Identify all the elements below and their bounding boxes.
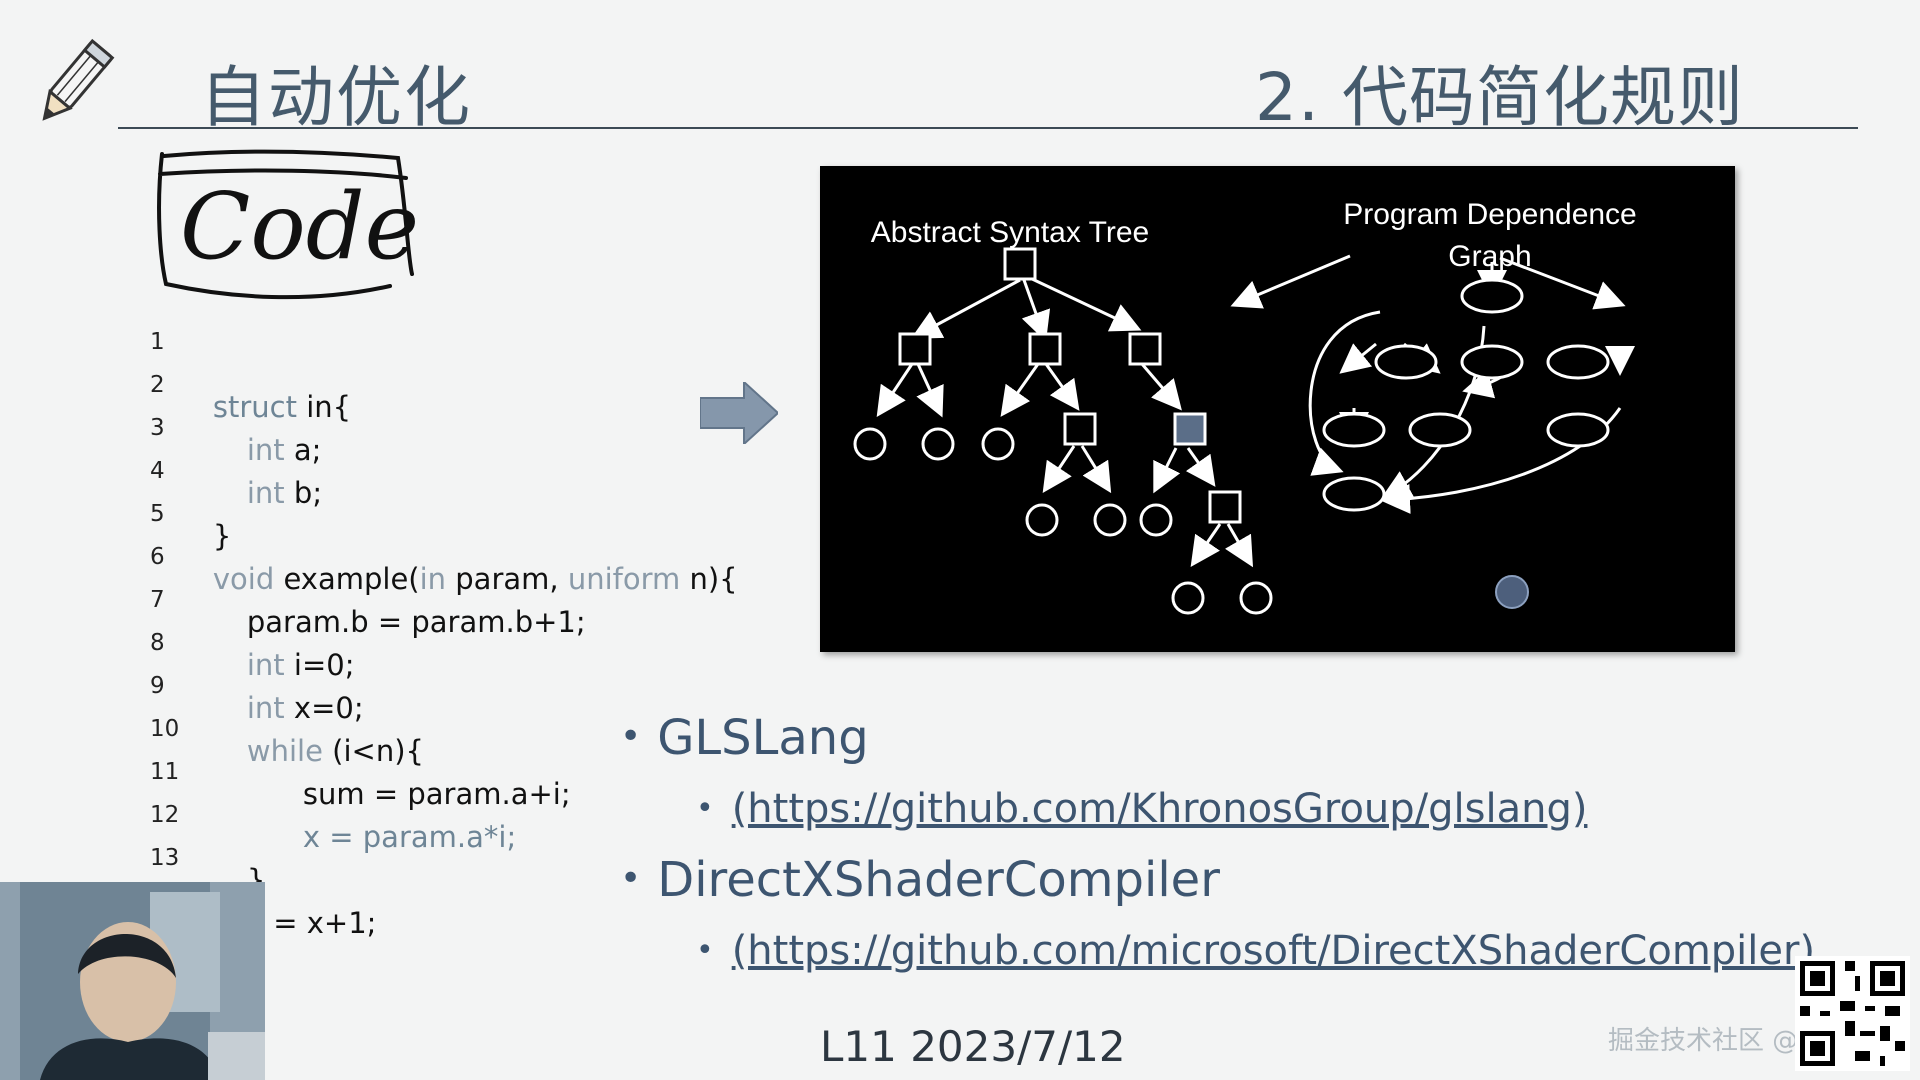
- glslang-link[interactable]: (https://github.com/KhronosGroup/glslang…: [731, 786, 1588, 832]
- code-line-10: 10 sum = param.a+i;: [150, 716, 571, 811]
- code-line-3: 3 int b;: [150, 415, 323, 510]
- bullet-icon: •: [620, 716, 642, 757]
- code-line-7: 7 int i=0;: [150, 587, 355, 682]
- line-number: 6: [150, 544, 165, 570]
- bullet-dxc-link: • (https://github.com/microsoft/DirectXSh…: [696, 928, 1815, 974]
- code-logo: Code: [157, 149, 419, 300]
- bullet-glslang-link: • (https://github.com/KhronosGroup/glslan…: [696, 786, 1587, 832]
- slide-title: 2. 代码简化规则: [1255, 59, 1744, 136]
- bullet-icon: •: [696, 933, 714, 968]
- bullet-icon: •: [620, 858, 642, 899]
- line-number: 13: [150, 845, 180, 871]
- pdg-label: Program Dependence Graph: [1290, 194, 1690, 278]
- pencil-icon: [42, 38, 115, 121]
- code-line-1: 1 struct in{: [150, 329, 352, 424]
- ast-node: [1003, 247, 1037, 281]
- line-number: 12: [150, 802, 180, 828]
- title-divider: [118, 127, 1858, 129]
- ast-node-highlighted: [1173, 412, 1207, 446]
- code-line-4: 4 }: [150, 458, 232, 553]
- code-logo-text: Code: [180, 173, 419, 280]
- dxc-link[interactable]: (https://github.com/microsoft/DirectXSha…: [731, 928, 1816, 974]
- code-line-11: 11 x = param.a*i;: [150, 759, 517, 854]
- bullet-dxc: •DirectXShaderCompiler: [620, 852, 1220, 908]
- cursor-indicator: [1495, 575, 1529, 609]
- webcam-video: [0, 882, 265, 1080]
- line-number: 9: [150, 673, 165, 699]
- qr-code-icon: [1795, 956, 1910, 1071]
- ast-node: [898, 332, 932, 366]
- line-number: 2: [150, 372, 165, 398]
- line-number: 11: [150, 759, 180, 785]
- ast-node: [1063, 412, 1097, 446]
- line-number: 8: [150, 630, 165, 656]
- bullet-icon: •: [696, 791, 714, 826]
- slide-footer: L11 2023/7/12: [820, 1022, 1126, 1071]
- code-line-9: 9 while (i<n){: [150, 673, 424, 768]
- ast-pdg-diagram: Abstract Syntax Tree Program Dependence …: [820, 166, 1735, 652]
- code-line-2: 2 int a;: [150, 372, 322, 467]
- line-number: 3: [150, 415, 165, 441]
- line-number: 1: [150, 329, 165, 355]
- ast-node: [1128, 332, 1162, 366]
- right-arrow-icon: [700, 382, 778, 444]
- ast-node: [1028, 332, 1062, 366]
- code-line-8: 8 int x=0;: [150, 630, 364, 725]
- code-line-6: 6 param.b = param.b+1;: [150, 544, 586, 639]
- line-number: 4: [150, 458, 165, 484]
- line-number: 10: [150, 716, 180, 742]
- diagram-graphics: [853, 247, 1635, 615]
- pdg-label-line2: Graph: [1448, 240, 1532, 273]
- ast-label: Abstract Syntax Tree: [870, 216, 1150, 249]
- line-number: 7: [150, 587, 165, 613]
- section-title: 自动优化: [200, 59, 472, 136]
- bullet-glslang: •GLSLang: [620, 710, 869, 766]
- code-line-5: 5 void example(in param, uniform n){: [150, 501, 738, 596]
- line-number: 5: [150, 501, 165, 527]
- pdg-label-line1: Program Dependence: [1343, 198, 1637, 231]
- ast-node: [1208, 490, 1242, 524]
